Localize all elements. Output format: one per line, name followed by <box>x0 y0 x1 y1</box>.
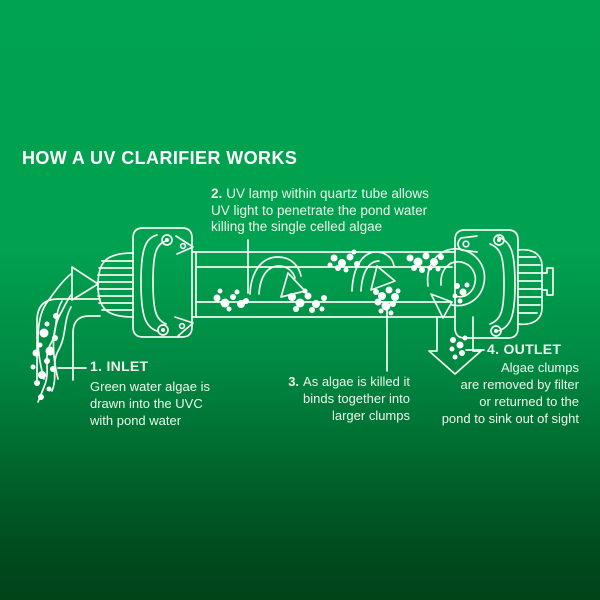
step-1-line-2: drawn into the UVC <box>90 396 203 411</box>
step-3-caption: 3.As algae is killed it binds together i… <box>288 373 410 424</box>
tube-flow-arrow-1 <box>249 256 306 298</box>
step-4-heading: 4. OUTLET <box>487 341 562 357</box>
step-3-line-1: 3.As algae is killed it <box>288 374 410 389</box>
step-4-line-2: are removed by filter <box>460 377 580 392</box>
quartz-tube <box>191 251 456 318</box>
step-2-line-1: 2.UV lamp within quartz tube allows <box>211 186 429 201</box>
step-4-line-4: pond to sink out of sight <box>441 411 579 426</box>
outlet-pipe-down-arrow <box>428 316 482 375</box>
step-1-caption: 1. INLET Green water algae is drawn into… <box>90 358 210 429</box>
page-title: HOW A UV CLARIFIER WORKS <box>22 148 298 168</box>
step-3-number: 3. <box>288 374 300 389</box>
step-2-number: 2. <box>211 186 223 201</box>
tube-flow-arrow-2 <box>351 251 396 292</box>
algae-dots <box>30 249 470 400</box>
step-4-line-3: or returned to the <box>479 394 579 409</box>
left-end-cap <box>96 252 134 318</box>
step-2-caption: 2.UV lamp within quartz tube allows UV l… <box>211 186 429 236</box>
left-housing <box>132 227 194 338</box>
step-1-heading: 1. INLET <box>90 358 149 374</box>
step-1-line-3: with pond water <box>90 413 182 428</box>
step-3-line-3: larger clumps <box>331 408 410 423</box>
step-3-line-2: binds together into <box>303 391 410 406</box>
step-4-caption: Algae clumps are removed by filter or re… <box>442 359 579 427</box>
step-4-line-1: Algae clumps <box>500 360 579 375</box>
step-2-line-2: UV light to penetrate the pond water <box>211 202 428 218</box>
right-end-cap <box>517 248 554 326</box>
right-housing <box>454 229 519 339</box>
step-1-line-1: Green water algae is <box>90 379 210 394</box>
step-2-line-3: killing the single celled algae <box>211 219 383 234</box>
inlet-pipe <box>36 298 101 381</box>
